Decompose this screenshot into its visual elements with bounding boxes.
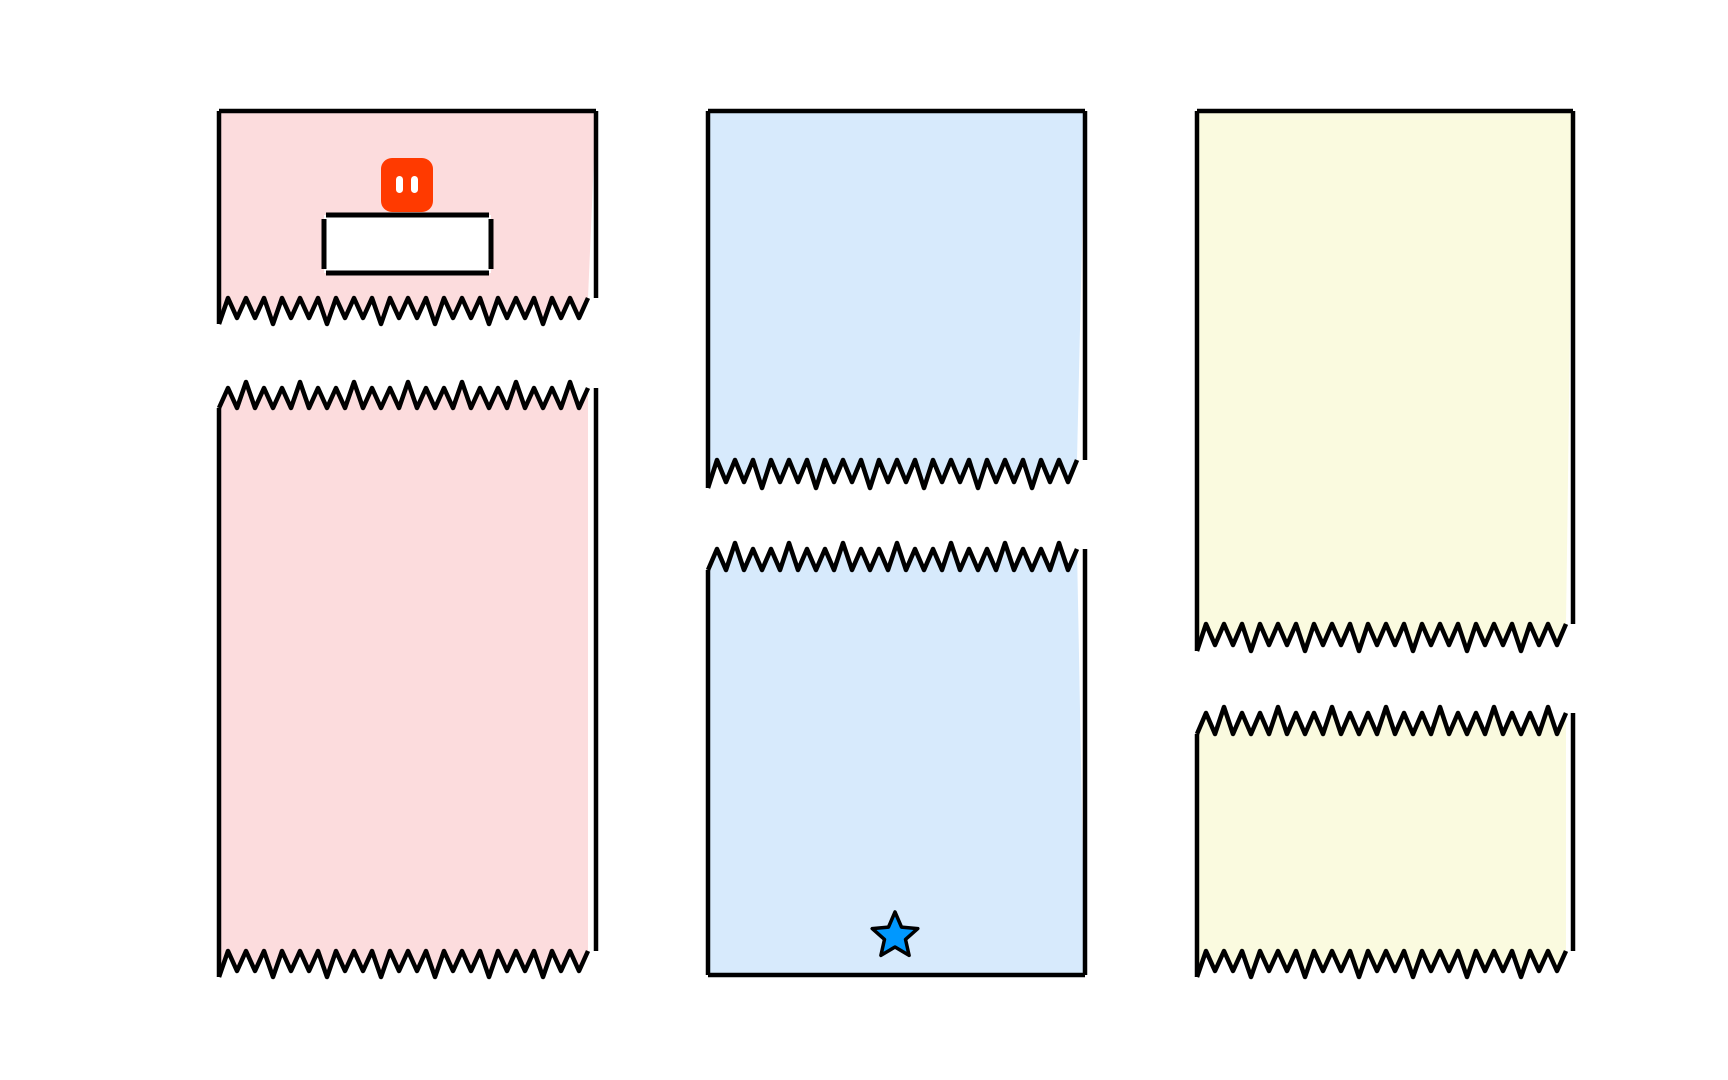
- torn-edge: [1194, 948, 1569, 980]
- player-eye-left: [396, 176, 403, 193]
- player-eye-right: [411, 176, 418, 193]
- player-character[interactable]: [381, 158, 433, 212]
- torn-edge: [1194, 621, 1569, 654]
- torn-edge: [216, 295, 591, 327]
- torn-edge: [705, 540, 1080, 573]
- column-segment-fill: [1197, 707, 1566, 977]
- platform: [321, 212, 494, 276]
- column-segment-fill: [708, 543, 1085, 975]
- torn-edge: [705, 457, 1080, 491]
- torn-edge: [216, 948, 591, 980]
- torn-edge: [216, 379, 591, 411]
- yellow-column: [1194, 108, 1576, 980]
- platform-body: [324, 215, 491, 273]
- column-segment-fill: [1197, 111, 1573, 651]
- torn-edge: [1194, 704, 1569, 737]
- column-segment-fill: [219, 382, 588, 977]
- platform-outline: [321, 212, 494, 276]
- column-segment-fill: [708, 111, 1085, 488]
- star-icon[interactable]: [870, 910, 920, 958]
- blue-column: [705, 108, 1088, 978]
- columns: [216, 108, 1576, 980]
- player-body: [381, 158, 433, 212]
- pink-column: [216, 108, 599, 980]
